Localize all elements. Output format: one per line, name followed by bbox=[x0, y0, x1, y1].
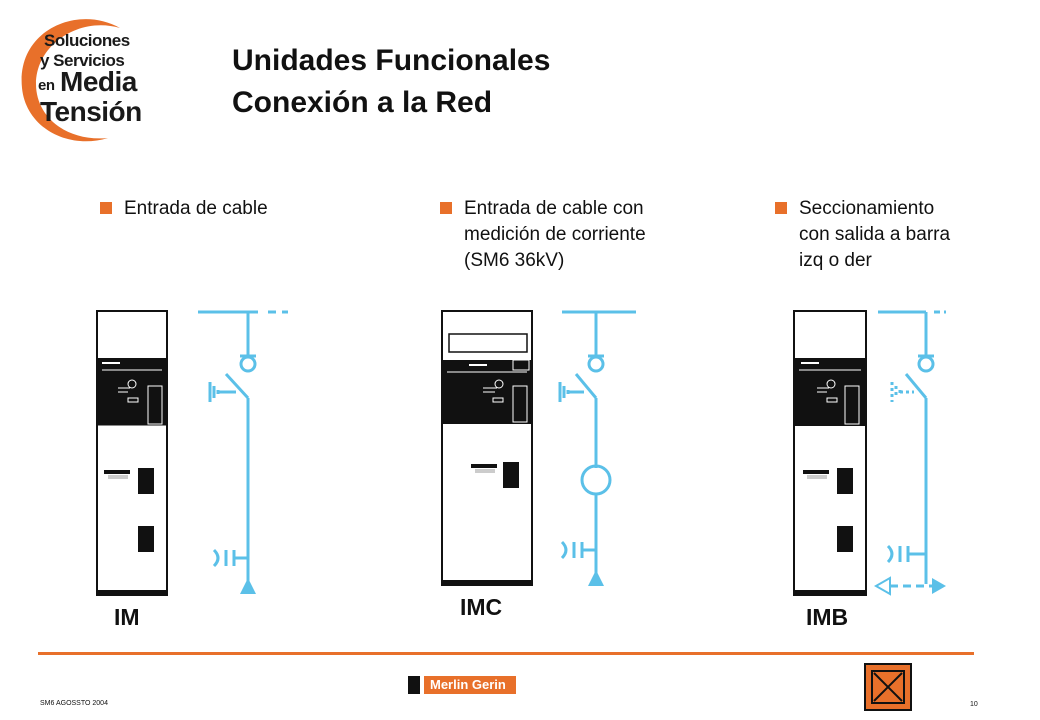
company-logo: Soluciones y Servicios en Media Tensión bbox=[8, 10, 148, 150]
unit-label-im: IM bbox=[114, 604, 140, 630]
logo-line-3a: en bbox=[38, 77, 55, 94]
panel-base bbox=[441, 580, 533, 586]
bullet-square-icon bbox=[100, 202, 112, 214]
bullet-imb-line-1: Seccionamiento bbox=[799, 198, 935, 219]
bullet-imc-line-3: (SM6 36kV) bbox=[464, 250, 565, 271]
bullet-imc-line-1: Entrada de cable con bbox=[464, 198, 644, 219]
bullet-imc: Entrada de cable con medición de corrien… bbox=[440, 196, 646, 274]
unit-label-imb: IMB bbox=[806, 604, 849, 630]
switchgear-panel-imb bbox=[793, 310, 867, 596]
logo-line-4: Tensión bbox=[40, 96, 142, 127]
single-line-diagram-im bbox=[198, 310, 288, 594]
merlin-gerin-mark-icon bbox=[408, 676, 420, 694]
footer-date: SM6 AGOSSTO 2004 bbox=[40, 700, 108, 707]
bullet-imb-line-2: con salida a barra bbox=[799, 224, 951, 245]
brand-logo: Merlin Gerin bbox=[408, 676, 516, 694]
bullet-square-icon bbox=[440, 202, 452, 214]
page-title-line-1: Unidades Funcionales bbox=[232, 44, 551, 77]
unit-label-imc: IMC bbox=[460, 594, 503, 620]
single-line-diagram-imc bbox=[558, 310, 636, 586]
panel-control-section bbox=[98, 358, 166, 426]
bullet-im: Entrada de cable bbox=[100, 196, 268, 222]
panel-base bbox=[793, 590, 867, 596]
panel-control-section bbox=[795, 358, 865, 426]
page-number: 10 bbox=[970, 701, 978, 708]
page-title-line-2: Conexión a la Red bbox=[232, 86, 493, 119]
panel-imc-details-icon bbox=[447, 333, 530, 488]
bullet-square-icon bbox=[775, 202, 787, 214]
footer-divider bbox=[38, 652, 974, 655]
bullet-imb: Seccionamiento con salida a barra izq o … bbox=[775, 196, 950, 274]
panel-base bbox=[96, 590, 168, 596]
bullet-imc-line-2: medición de corriente bbox=[464, 224, 646, 245]
logo-swoosh-icon bbox=[21, 19, 120, 142]
brand-name: Merlin Gerin bbox=[424, 676, 516, 694]
close-x-icon bbox=[871, 670, 905, 704]
bullet-imb-line-3: izq o der bbox=[799, 250, 872, 271]
logo-line-1: Soluciones bbox=[44, 31, 130, 50]
switchgear-panel-imc bbox=[441, 310, 533, 586]
panel-im-details-icon bbox=[98, 362, 166, 552]
panel-imb-details-icon bbox=[799, 362, 861, 552]
logo-line-2: y Servicios bbox=[40, 51, 125, 70]
logo-line-3b: Media bbox=[60, 66, 137, 97]
bullet-im-line-1: Entrada de cable bbox=[124, 198, 268, 219]
single-line-diagram-imb bbox=[873, 310, 946, 596]
switchgear-panel-im bbox=[96, 310, 168, 596]
end-presentation-button[interactable] bbox=[864, 663, 912, 711]
